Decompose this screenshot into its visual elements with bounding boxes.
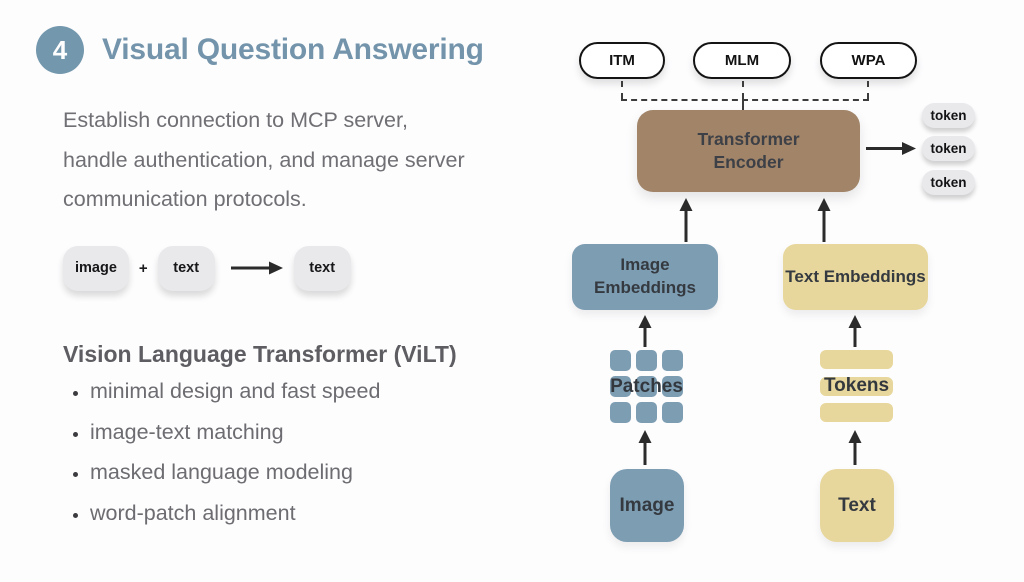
text-output-chip: text: [293, 245, 351, 291]
token-bar: [820, 350, 893, 369]
right-arrow-icon: [230, 261, 283, 275]
objective-pill-mlm: MLM: [693, 42, 791, 79]
token-bar: [820, 403, 893, 422]
text-source-box: Text: [820, 469, 894, 542]
patch-square: [662, 402, 683, 423]
bullet-item: word-patch alignment: [90, 501, 380, 525]
vilt-heading: Vision Language Transformer (ViLT): [63, 341, 457, 367]
up-arrow-icon: [678, 198, 694, 242]
patch-square: [610, 350, 631, 371]
dashed-connector: [742, 100, 744, 110]
output-token-pill: token: [922, 136, 975, 161]
bullet-item: masked language modeling: [90, 460, 380, 484]
tokens-stack: Tokens: [820, 350, 893, 422]
up-arrow-icon: [847, 430, 863, 465]
bullet-item: image-text matching: [90, 420, 380, 444]
bullet-item: minimal design and fast speed: [90, 379, 380, 403]
output-token-pill: token: [922, 103, 975, 128]
patch-square: [610, 402, 631, 423]
dashed-connector: [867, 81, 869, 99]
vilt-bullet-list: minimal design and fast speed image-text…: [66, 379, 380, 541]
text-input-chip: text: [157, 245, 215, 291]
description-text: Establish connection to MCP server, hand…: [63, 108, 465, 211]
token-bar: [820, 376, 893, 396]
objective-pill-itm: ITM: [579, 42, 665, 79]
patch-square: [662, 376, 683, 397]
dashed-connector: [742, 81, 744, 99]
patch-square: [636, 376, 657, 397]
up-arrow-icon: [847, 315, 863, 347]
right-arrow-icon: [866, 141, 916, 156]
image-embeddings-box: Image Embeddings: [572, 244, 718, 310]
image-input-chip: image: [63, 245, 129, 291]
tokens-label: Tokens: [823, 375, 890, 396]
dashed-connector: [621, 99, 869, 101]
text-embeddings-box: Text Embeddings: [783, 244, 928, 310]
up-arrow-icon: [637, 430, 653, 465]
objective-pill-wpa: WPA: [820, 42, 917, 79]
patch-square: [636, 350, 657, 371]
patch-square: [636, 402, 657, 423]
up-arrow-icon: [816, 198, 832, 242]
output-token-pill: token: [922, 170, 975, 195]
plus-sign: +: [138, 259, 148, 277]
patch-square: [610, 376, 631, 397]
transformer-encoder-box: Transformer Encoder: [637, 110, 860, 192]
patches-grid: Patches: [610, 350, 683, 423]
patches-label: Patches: [610, 375, 683, 397]
io-example-diagram: image + text text: [63, 245, 351, 291]
image-source-box: Image: [610, 469, 684, 542]
step-number: 4: [52, 34, 68, 65]
step-number-badge: 4: [36, 26, 84, 74]
patch-square: [662, 350, 683, 371]
page-title: Visual Question Answering: [102, 33, 484, 66]
dashed-connector: [621, 81, 623, 99]
up-arrow-icon: [637, 315, 653, 347]
